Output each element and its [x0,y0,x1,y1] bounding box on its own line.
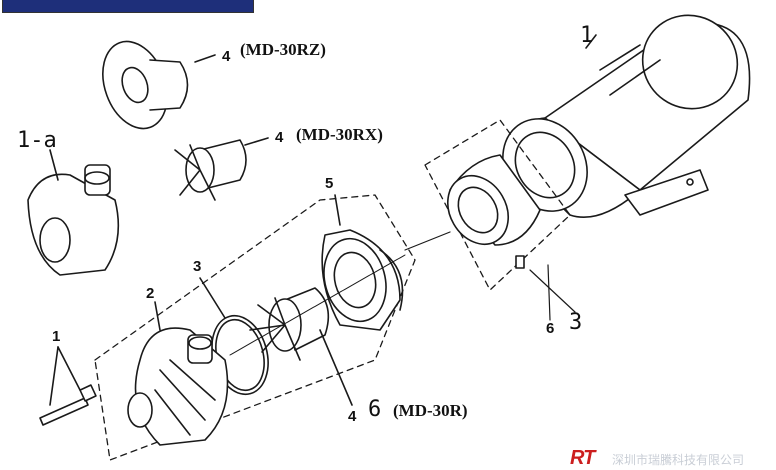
callout-6-magnet: 6 [546,320,555,337]
callout-1a-pump-head: 1-a [17,128,57,153]
callout-3-o-ring: 3 [193,258,202,275]
callout-5-flange: 5 [325,175,334,192]
header-banner [2,0,254,13]
part1a-pump-head [27,149,120,276]
rt-logo: RT [570,447,595,469]
part6-center-dashed-box [94,194,416,461]
callout-4-rz: 4 [222,48,231,65]
part1-bolt [39,346,97,426]
callout-2-casing: 2 [146,285,155,302]
label-md-30rx: (MD-30RX) [296,125,383,144]
assembly-axis [229,254,406,356]
callout-1-motor: 1 [580,23,594,48]
callout-3-magnet: 3 [569,310,583,335]
motor [502,14,751,218]
label-md-30r: (MD-30R) [393,401,468,420]
company-watermark: 深圳市瑞騰科技有限公司 [612,453,745,467]
part6-dashed-box [424,119,571,291]
magnet-cup [447,154,541,269]
part4-rx-impeller [174,137,269,201]
callout-1-bolt: 1 [52,328,61,345]
callout-4-rx: 4 [275,129,284,146]
part4-rz-rotor [102,40,216,130]
part2-pump-casing [127,301,229,446]
part4-center-impeller [249,287,353,406]
callout-4-bottom: 4 [348,408,357,425]
label-md-30rz: (MD-30RZ) [240,40,326,59]
callout-6-bottom: 6 [368,397,382,422]
